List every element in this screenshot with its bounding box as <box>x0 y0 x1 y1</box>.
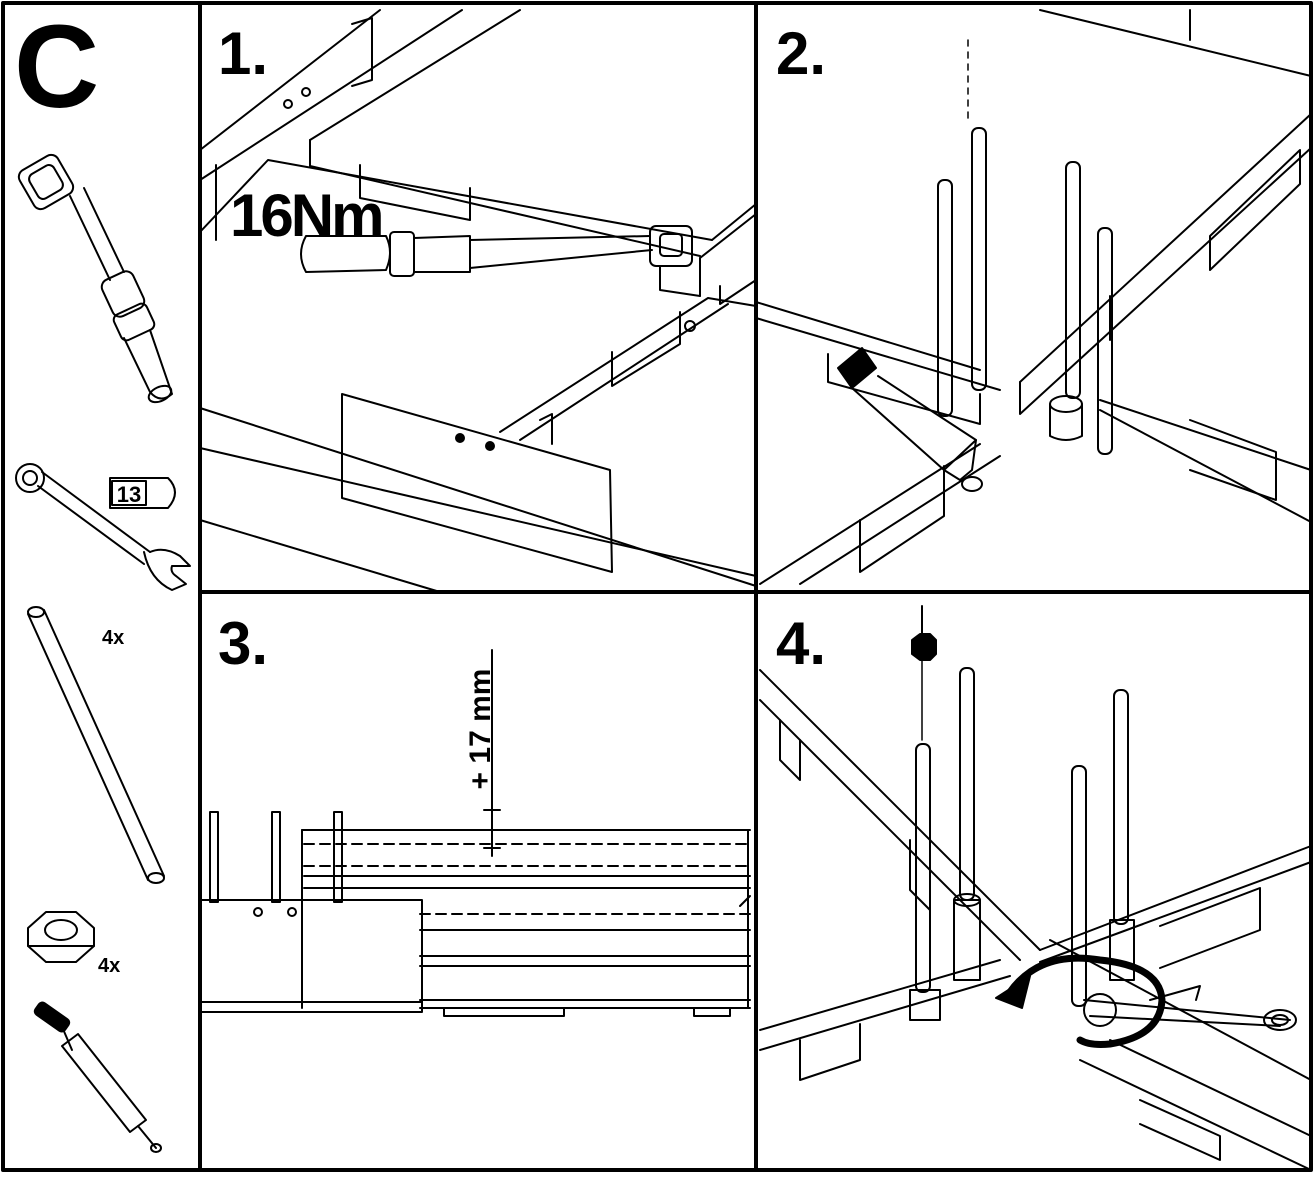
step-4-number: 4. <box>776 610 827 677</box>
hex-nut-icon <box>27 911 95 963</box>
step-3-drawing <box>199 649 751 1017</box>
torque-wrench-icon <box>17 153 173 404</box>
step-2-number: 2. <box>776 20 827 87</box>
step-1-drawing <box>199 9 757 593</box>
step-4-drawing <box>759 605 1312 1171</box>
torque-value-label: 16Nm <box>230 182 384 249</box>
wrench-size-label: 13 <box>117 482 141 507</box>
sealant-syringe-icon <box>33 1001 162 1153</box>
section-letter: C <box>14 1 100 133</box>
height-offset-label: + 17 mm <box>464 668 497 790</box>
step-2-drawing <box>755 9 1312 585</box>
rod-quantity-label: 4x <box>102 627 124 649</box>
combination-wrench-icon <box>15 463 191 591</box>
nut-quantity-label: 4x <box>98 955 120 977</box>
step-3-number: 3. <box>218 610 269 677</box>
step-1-number: 1. <box>218 20 269 87</box>
threaded-rod-icon <box>27 606 165 884</box>
